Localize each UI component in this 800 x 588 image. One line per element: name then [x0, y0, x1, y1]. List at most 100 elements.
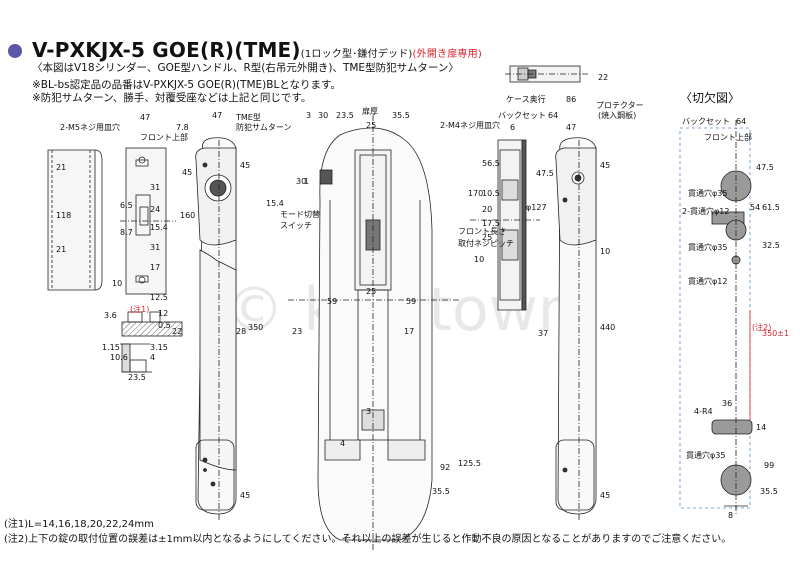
inside-handle-view [555, 137, 597, 520]
dim-10-6: 10.6 [110, 353, 128, 362]
cutout-front: フロント上部 [704, 132, 752, 142]
dim-92: 92 [440, 463, 450, 472]
dim-phi127: φ127 [526, 203, 547, 212]
cutout-hole2: 2-貫通穴φ12 [682, 206, 729, 216]
label-protector: プロテクター [596, 101, 644, 110]
label-case: ケース奥行 [506, 94, 546, 104]
cutout-hole3: 貫通穴φ35 [688, 242, 727, 252]
dim-7-8: 7.8 [176, 123, 189, 132]
dim-37: 37 [538, 329, 548, 338]
dim-10: 10 [112, 279, 122, 288]
title-bullet-icon [8, 44, 22, 58]
cutout-title: 〈切欠図〉 [680, 91, 741, 105]
cutout-total: 350±1 [762, 329, 789, 338]
dim-3-6: 3.6 [104, 311, 117, 320]
dim-17: 17 [150, 263, 160, 272]
cutout-dim-47-5: 47.5 [756, 163, 774, 172]
dim-21a: 21 [56, 163, 66, 172]
dim-31b: 31 [150, 243, 160, 252]
label-mode2: スイッチ [280, 221, 312, 230]
dim-31a: 31 [150, 183, 160, 192]
dim-23-5b: 23.5 [336, 111, 354, 120]
dim-6: 6 [510, 123, 515, 132]
dim-17-5: 17.5 [482, 219, 500, 228]
dim-3: 3 [306, 111, 311, 120]
label-door: 扉厚 [362, 106, 378, 116]
cutout-dim-54: 54 [750, 203, 760, 212]
cutout-hole4: 貫通穴φ12 [688, 276, 727, 286]
dim-8-7: 8.7 [120, 228, 133, 237]
dim-22b: 22 [598, 73, 608, 82]
note1-ref: (注1) [130, 304, 149, 314]
note-bl: ※BL-bs認定品の品番はV-PXKJX-5 GOE(R)(TME)BLとなりま… [32, 79, 341, 91]
page-title: V-PXKJX-5 GOE(R)(TME)(1ロック型･鎌付デッド)(外開き扉専… [32, 40, 482, 60]
label-m5: 2-M5ネジ用皿穴 [60, 122, 120, 132]
cutout-dim-8: 8 [728, 511, 733, 520]
dim-25c: 25 [482, 233, 492, 242]
cutout-dim-14: 14 [756, 423, 766, 432]
cutout-dim-64: 64 [736, 117, 746, 126]
model-note-red: (外開き扉専用) [412, 49, 482, 60]
cutout-drawing [679, 120, 753, 515]
dim-59b: 59 [406, 297, 416, 306]
dim-118: 118 [56, 211, 71, 220]
label-m4: 2-M4ネジ用皿穴 [440, 120, 500, 130]
footnote-2: (注2)上下の錠の取付位置の誤差は±1mm以内となるようにしてください。それ以上… [4, 534, 732, 545]
dim-5: 4 [150, 353, 155, 362]
label-protector-sub: (焼入鋼板) [598, 110, 636, 120]
dim-25b: 25 [366, 287, 376, 296]
dim-45b: 45 [240, 161, 250, 170]
dim-45a: 45 [182, 168, 192, 177]
dim-45c: 45 [240, 491, 250, 500]
note-same: ※防犯サムターン、勝手、対覆受座などは上記と同じです。 [32, 92, 312, 104]
cutout-dim-36: 36 [722, 399, 732, 408]
dim-56-5: 56.5 [482, 159, 500, 168]
label-pitch: 取付ネジピッチ [458, 238, 514, 248]
label-tme: TME型 [235, 113, 261, 122]
dim-6-5: 6.5 [120, 201, 133, 210]
dim-30b: 30 [296, 177, 306, 186]
central-side-section [288, 115, 460, 550]
dim-10-5: 10.5 [482, 189, 500, 198]
dim-35-5b: 35.5 [432, 487, 450, 496]
dim-3-15: 3.15 [150, 343, 168, 352]
dim-47b: 47 [212, 111, 222, 120]
dim-1: 1 [304, 177, 309, 186]
cutout-hole5: 貫通穴φ35 [686, 450, 725, 460]
strike-plate-view [120, 147, 176, 295]
dim-15-4: 15.4 [150, 223, 168, 232]
model-name: V-PXKJX-5 GOE(R)(TME) [32, 38, 301, 62]
dim-10b: 10 [474, 255, 484, 264]
dim-350: 350 [248, 323, 263, 332]
strike-section-view [120, 311, 183, 373]
cutout-dim-32-5: 32.5 [762, 241, 780, 250]
label-thumbturn: 防犯サムターン [236, 122, 291, 132]
dim-170: 170 [468, 189, 483, 198]
dim-28: 28 [236, 327, 246, 336]
dim-440: 440 [600, 323, 615, 332]
dim-86: 86 [566, 95, 576, 104]
dim-154: 15.4 [266, 199, 284, 208]
dim-0-5: 0.5 [158, 321, 171, 330]
dim-20: 20 [482, 205, 492, 214]
cutout-r4: 4-R4 [694, 407, 713, 416]
dim-45d: 45 [600, 491, 610, 500]
dim-10c: 10 [600, 247, 610, 256]
cutout-dim-35-5: 35.5 [760, 487, 778, 496]
footnote-1: (注1)L=14,16,18,20,22,24mm [4, 519, 154, 530]
label-backset: バックセット [498, 111, 546, 120]
dim-23: 23 [292, 327, 302, 336]
dim-160: 160 [180, 211, 195, 220]
cutout-hole1: 貫通穴φ35 [688, 188, 727, 198]
outside-handle-view [195, 137, 237, 520]
dim-47a: 47 [140, 113, 150, 122]
label-front: フロント上部 [140, 132, 188, 142]
lock-body-side-view [470, 139, 540, 311]
dim-47c: 47 [566, 123, 576, 132]
dim-59a: 59 [327, 297, 337, 306]
cutout-note2: (注2) [752, 322, 771, 332]
dim-3b: 3 [366, 407, 371, 416]
cylinder-top-view [505, 65, 590, 83]
